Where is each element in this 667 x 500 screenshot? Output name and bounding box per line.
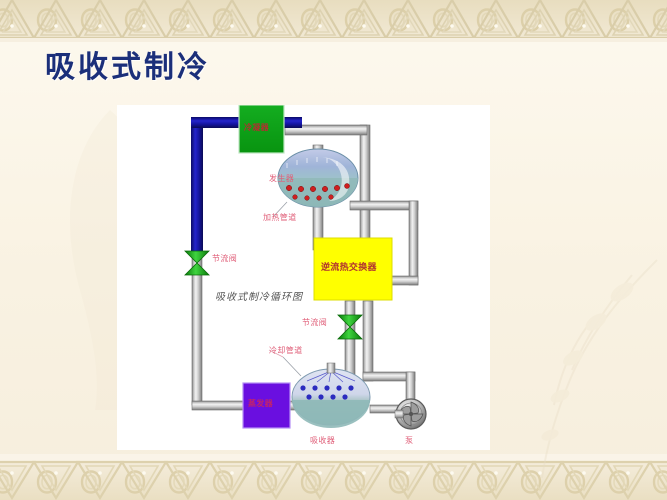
- cooling-pipe-leader: [268, 349, 284, 358]
- label-throttle-valve-1: 节流阀: [212, 254, 238, 263]
- component-heat-exchanger: [313, 237, 393, 301]
- component-evaporator: [242, 382, 291, 429]
- label-generator: 发生器: [269, 174, 295, 183]
- page-title: 吸收式制冷: [45, 50, 210, 85]
- decorative-border-top: [0, 0, 667, 42]
- component-throttle-valve-1: [184, 250, 210, 276]
- label-absorber: 吸收器: [310, 436, 336, 445]
- diagram-caption: 吸收式制冷循环图: [215, 292, 303, 303]
- component-generator: [272, 148, 359, 218]
- pipe-lower-right: [362, 300, 416, 413]
- label-condenser: 冷凝器: [244, 123, 269, 132]
- diagram-panel: 冷凝器 发生器 加热管道 逆流热交换器 蒸发器 吸收器 泵 节流阀 节流阀 冷却…: [117, 105, 490, 450]
- label-evaporator: 蒸发器: [248, 399, 273, 408]
- absorber-spray-dots: [300, 385, 354, 400]
- generator-vapor-ticks: [286, 157, 338, 168]
- component-throttle-valve-2: [337, 314, 363, 340]
- label-throttle-valve-2: 节流阀: [302, 318, 328, 327]
- label-cooling-pipe: 冷却管道: [269, 346, 303, 355]
- label-heat-exchanger: 逆流热交换器: [321, 263, 377, 273]
- refrigeration-cycle-svg: [184, 105, 427, 430]
- component-absorber: [282, 356, 371, 428]
- label-heating-pipe: 加热管道: [263, 213, 297, 222]
- pipe-left-main: [191, 252, 248, 411]
- component-condenser: [238, 105, 285, 154]
- watermark-right: [541, 259, 658, 479]
- pipe-vapor-blue: [191, 117, 302, 253]
- heating-tube-dots: [286, 183, 350, 201]
- decorative-border-bottom: [0, 454, 667, 500]
- label-pump: 泵: [405, 436, 414, 445]
- component-pump: [394, 398, 427, 430]
